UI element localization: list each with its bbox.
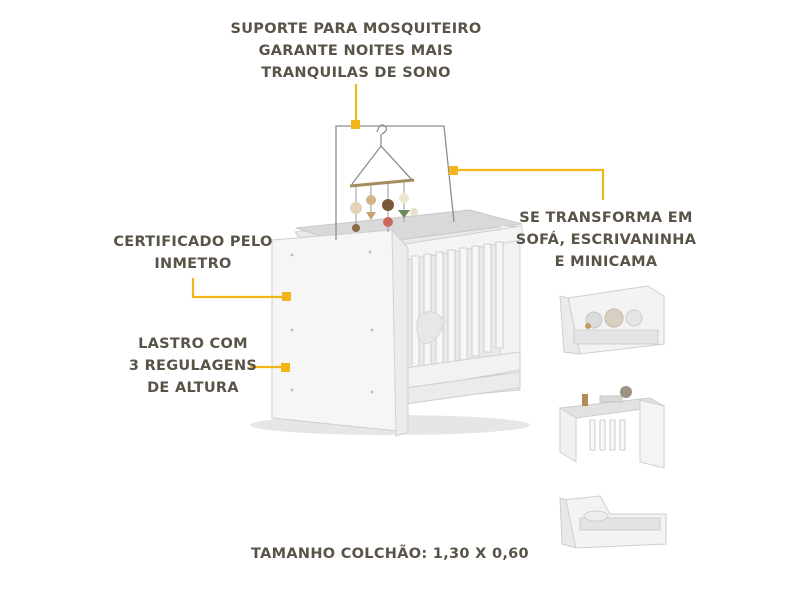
mobile-support xyxy=(335,124,455,240)
mobile-toys xyxy=(350,182,418,232)
desk-thumbnail xyxy=(558,386,666,469)
callout-leaders xyxy=(191,84,605,372)
mosquito-net-callout: SUPORTE PARA MOSQUITEIRO GARANTE NOITES … xyxy=(230,21,482,81)
crib-image xyxy=(250,209,530,437)
mattress-size-label: TAMANHO COLCHÃO: 1,30 X 0,60 xyxy=(251,546,529,562)
minibed-thumbnail xyxy=(559,495,667,549)
base-adjust-callout: LASTRO COM 3 REGULAGENS DE ALTURA xyxy=(128,336,258,396)
transform-callout: SE TRANSFORMA EM SOFÁ, ESCRIVANINHA E MI… xyxy=(515,210,697,270)
sofa-thumbnail xyxy=(559,285,665,355)
certified-callout: CERTIFICADO PELO INMETRO xyxy=(113,234,273,272)
